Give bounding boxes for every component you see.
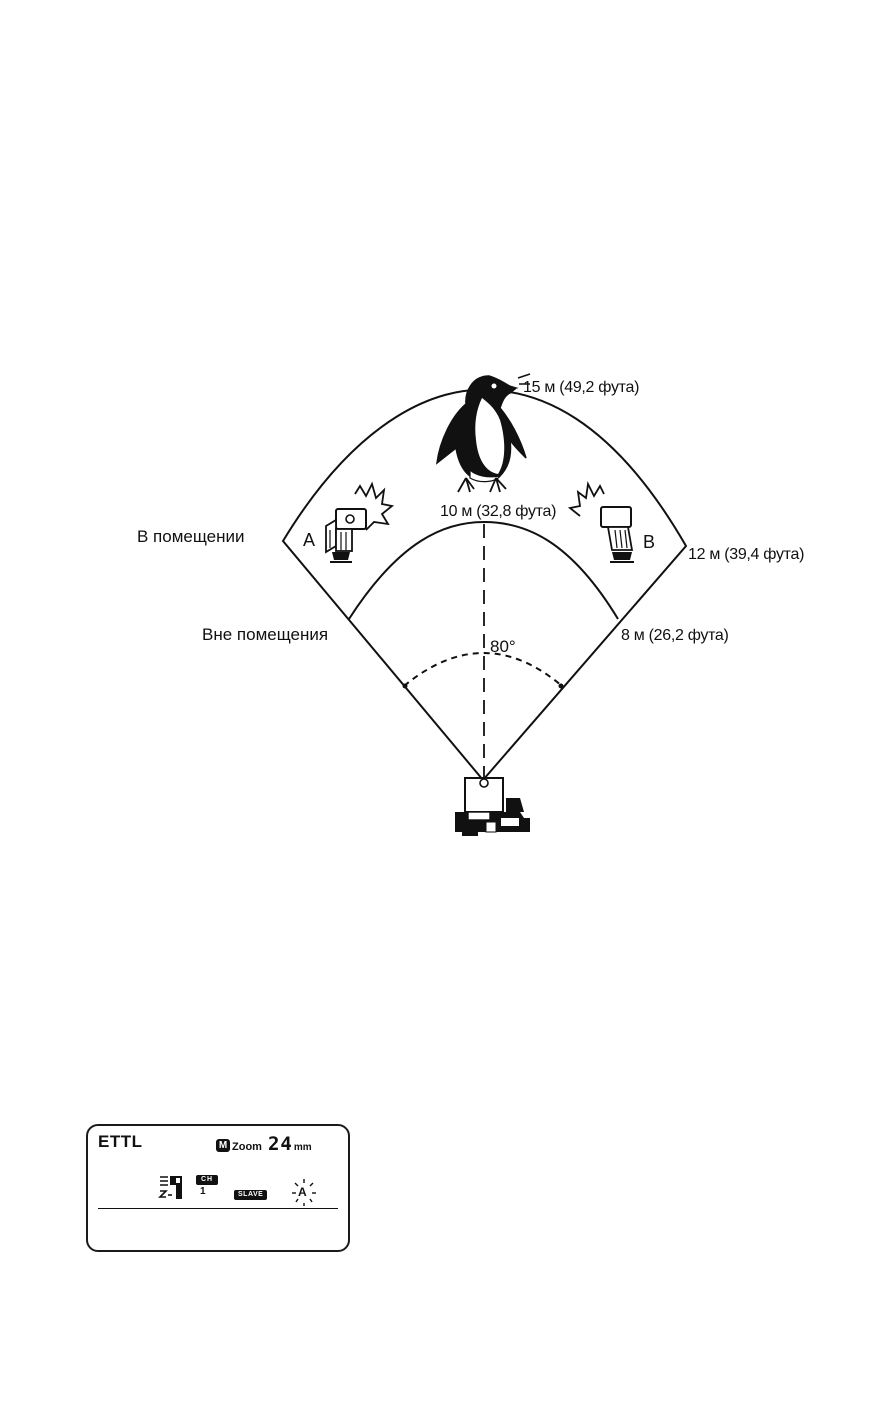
angle-label: 80° [490,637,516,656]
lcd-slave-group: A [286,1177,322,1207]
flash-b-label: B [643,532,655,552]
lcd-wireless-row: CH 1 SLAVE A [158,1173,348,1203]
lcd-group-letter: A [298,1185,307,1199]
lcd-mode-label: ETTL [98,1132,143,1152]
slave-flash-a-icon [326,484,392,562]
lcd-channel-label: CH [196,1175,218,1185]
lcd-zoom-value: 24 [268,1133,293,1155]
lcd-slave-label: SLAVE [234,1190,267,1200]
flash-lcd-panel: ETTL M Zoom 24 mm CH 1 SLAVE [86,1124,350,1252]
lcd-zoom-unit: mm [294,1142,312,1153]
outdoor-label: Вне помещения [202,625,328,644]
angle-arc-end-right [559,684,564,689]
lcd-divider-line [98,1208,338,1209]
outer-top-distance-label: 15 м (49,2 фута) [523,379,639,396]
flash-a-label: A [303,530,315,550]
master-camera-icon [455,778,530,836]
lcd-manual-zoom-badge: M [216,1139,230,1152]
lcd-zoom-label: Zoom [232,1141,262,1153]
inner-top-distance-label: 10 м (32,8 фута) [440,503,556,520]
inner-side-distance-label: 8 м (26,2 фута) [621,627,729,644]
angle-arc [404,653,562,686]
penguin-subject [437,374,530,492]
outer-side-distance-label: 12 м (39,4 фута) [688,546,804,563]
lcd-channel-value: 1 [200,1186,206,1197]
slave-flash-b-icon [570,484,634,562]
angle-arc-end-left [403,684,408,689]
wireless-flash-icon [158,1173,192,1201]
indoor-label: В помещении [137,527,245,546]
lcd-zoom-indicator: M Zoom 24 mm [216,1133,312,1155]
